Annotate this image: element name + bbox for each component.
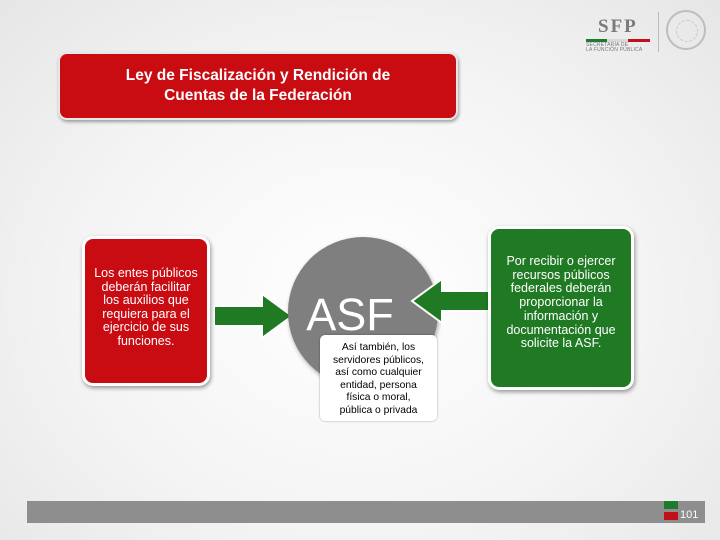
additional-subjects-note: Así también, los servidores públicos, as… (320, 335, 437, 421)
asf-label: ASF (306, 289, 394, 340)
additional-subjects-text: Así también, los servidores públicos, as… (333, 342, 424, 416)
national-seal-icon (666, 10, 706, 50)
federal-resources-text: Por recibir o ejercer recursos públicos … (506, 254, 616, 351)
page-number: 101 (680, 509, 699, 521)
footer-bar (27, 501, 705, 523)
logo-text: SFP (598, 16, 638, 37)
federal-resources-box: Por recibir o ejercer recursos públicos … (488, 226, 634, 390)
public-entities-text: Los entes públicos deberán facilitar los… (94, 266, 198, 348)
footer-green-square (664, 501, 678, 509)
arrow-right-icon (214, 292, 294, 340)
law-title: Ley de Fiscalización y Rendición de Cuen… (125, 67, 391, 104)
logo-flag-bar (586, 39, 650, 42)
arrow-left-icon (410, 277, 491, 325)
public-entities-box: Los entes públicos deberán facilitar los… (82, 236, 210, 386)
logo-divider (658, 12, 659, 52)
footer-red-square (664, 512, 678, 520)
law-title-box: Ley de Fiscalización y Rendición de Cuen… (58, 52, 458, 120)
